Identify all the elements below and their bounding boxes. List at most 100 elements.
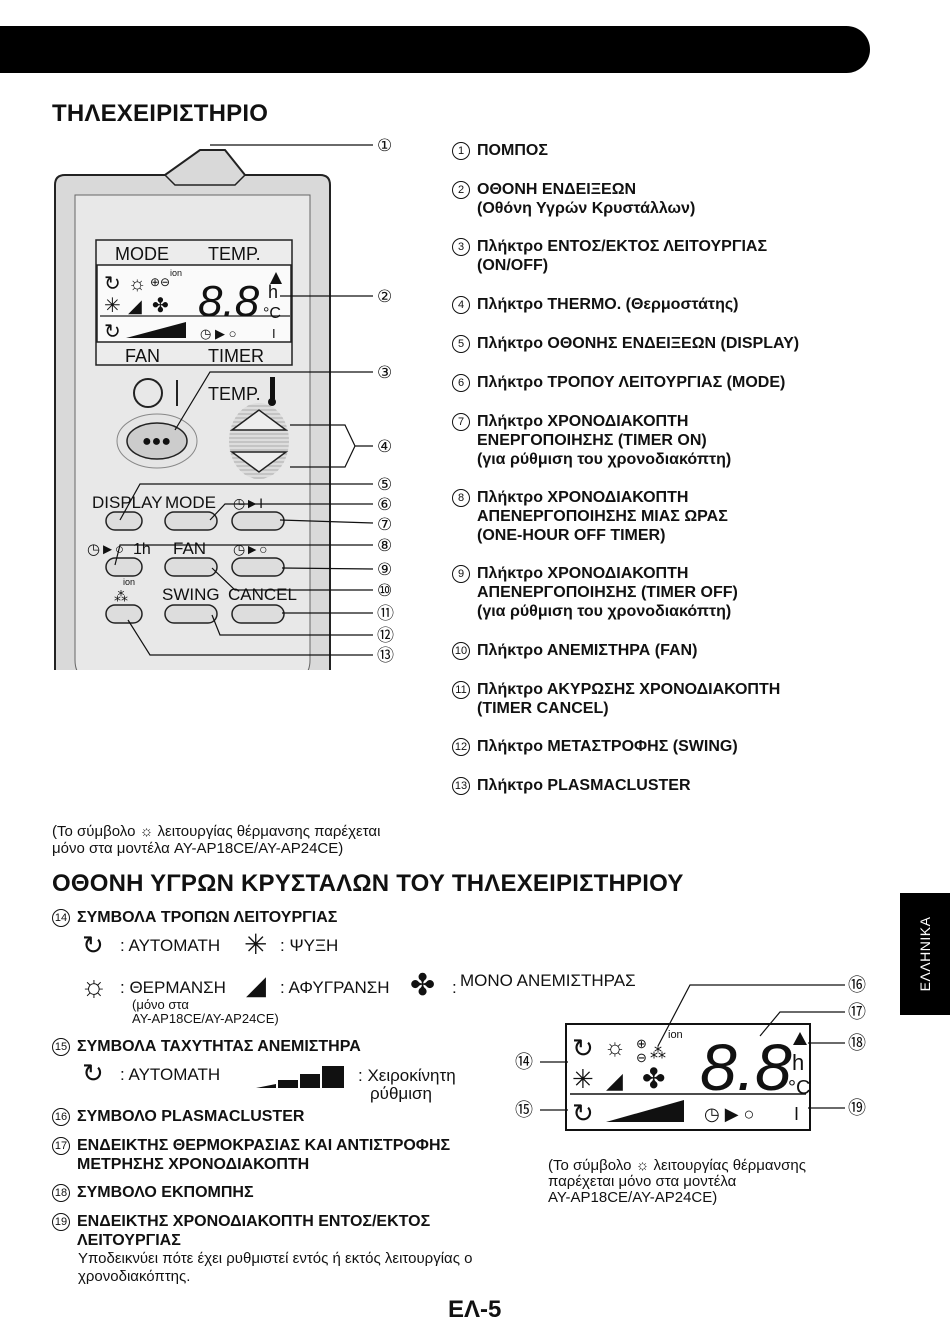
section-fan-speed: 15 ΣΥΜΒΟΛΑ ΤΑΧΥΤΗΤΑΣ ΑΝΕΜΙΣΤΗΡΑ bbox=[52, 1037, 361, 1056]
legend-item: 3 Πλήκτρο ΕΝΤΟΣ/ΕΚΤΟΣ ΛΕΙΤΟΥΡΓΙΑΣ (ON/OFF… bbox=[452, 237, 767, 275]
timer-on-icon: ◷►I bbox=[233, 495, 263, 511]
section-mode-symbols: 14 ΣΥΜΒΟΛΑ ΤΡΟΠΩΝ ΛΕΙΤΟΥΡΓΙΑΣ bbox=[52, 908, 337, 927]
fan-only-label: ΜΟΝΟ ΑΝΕΜΙΣΤΗΡΑΣ bbox=[460, 971, 636, 990]
swing-button bbox=[164, 604, 218, 624]
section-text: ΣΥΜΒΟΛΑ ΤΡΟΠΩΝ ΛΕΙΤΟΥΡΓΙΑΣ bbox=[77, 909, 338, 926]
callout-6: ⑥ bbox=[377, 495, 392, 514]
cancel-label: CANCEL bbox=[228, 585, 297, 604]
lcd-ion: ion bbox=[170, 268, 182, 278]
lcd-temp-label: TEMP. bbox=[208, 244, 261, 264]
heat-symbol-note-2: (Το σύμβολο ☼ λειτουργίας θέρμανσης παρέ… bbox=[548, 1157, 806, 1206]
legend-text: Πλήκτρο ΑΚΥΡΩΣΗΣ ΧΡΟΝΟΔΙΑΚΟΠΤΗ (TIMER CA… bbox=[477, 681, 781, 717]
lcd-fan-label: FAN bbox=[125, 346, 160, 366]
language-tab: ΕΛΛΗΝΙΚΑ bbox=[900, 893, 950, 1015]
plasma-button-icon: ⁂ bbox=[114, 588, 128, 604]
timer-icons: ◷ ▶ ○ bbox=[704, 1104, 754, 1124]
legend-number: 1 bbox=[452, 142, 470, 160]
lcd-c: °C bbox=[788, 1077, 810, 1099]
legend-number: 4 bbox=[452, 296, 470, 314]
callout-18: ⑱ bbox=[848, 1033, 866, 1053]
lcd-mode-label: MODE bbox=[115, 244, 169, 264]
callout-4: ④ bbox=[377, 437, 392, 456]
temp-up-button bbox=[229, 409, 289, 431]
heat-mode-label: : ΘΕΡΜΑΝΣΗ bbox=[120, 978, 226, 997]
legend-number: 12 bbox=[452, 738, 470, 756]
lcd-ion: ion bbox=[668, 1029, 683, 1041]
page-number: ΕΛ-5 bbox=[448, 1296, 502, 1323]
lcd-c: °C bbox=[263, 305, 281, 322]
cool-mode-icon: ✳ bbox=[244, 929, 268, 960]
fan-speed-bar-icon bbox=[606, 1100, 684, 1122]
legend-number: 9 bbox=[452, 565, 470, 583]
callout-14: ⑭ bbox=[515, 1052, 533, 1072]
callout-13: ⑬ bbox=[377, 646, 394, 665]
fan-mode-icon: ✤ bbox=[152, 295, 169, 317]
legend-number: 3 bbox=[452, 238, 470, 256]
section-number: 16 bbox=[52, 1108, 70, 1126]
fan-auto-icon: ↻ bbox=[82, 1058, 104, 1088]
timer-on-button bbox=[231, 511, 285, 531]
legend-item: 11 Πλήκτρο ΑΚΥΡΩΣΗΣ ΧΡΟΝΟΔΙΑΚΟΠΤΗ (TIMER … bbox=[452, 680, 780, 718]
remote-control-illustration: MODE TEMP. FAN TIMER 8.8 h °C ion ↻ ☼ ⊕⊖… bbox=[54, 136, 394, 670]
lcd-segments: 8.8 bbox=[700, 1030, 792, 1104]
callout-3: ③ bbox=[377, 363, 392, 382]
fan-mode-icon: ✤ bbox=[642, 1063, 665, 1094]
one-hour-button bbox=[105, 557, 143, 577]
legend-number: 5 bbox=[452, 335, 470, 353]
callout-2: ② bbox=[377, 287, 392, 306]
legend-number: 13 bbox=[452, 777, 470, 795]
timer-off-button bbox=[231, 557, 285, 577]
display-button bbox=[105, 511, 143, 531]
section-text: ΣΥΜΒΟΛΑ ΤΑΧΥΤΗΤΑΣ ΑΝΕΜΙΣΤΗΡΑ bbox=[77, 1038, 361, 1055]
legend-item: 13 Πλήκτρο PLASMACLUSTER bbox=[452, 776, 691, 795]
section-number: 18 bbox=[52, 1184, 70, 1202]
section-number: 19 bbox=[52, 1213, 70, 1231]
section-plasmacluster: 16 ΣΥΜΒΟΛΟ PLASMACLUSTER bbox=[52, 1107, 304, 1126]
svg-text:●●●: ●●● bbox=[142, 433, 171, 450]
lcd-timer-label: TIMER bbox=[208, 346, 264, 366]
callout-19: ⑲ bbox=[848, 1098, 866, 1118]
dry-mode-icon: ◢ bbox=[246, 970, 266, 1000]
auto-mode-label: : ΑΥΤΟΜΑΤΗ bbox=[120, 936, 221, 955]
section-number: 14 bbox=[52, 909, 70, 927]
fan-button bbox=[164, 557, 218, 577]
legend-text: Πλήκτρο PLASMACLUSTER bbox=[477, 777, 691, 794]
legend-text: ΟΘΟΝΗ ΕΝΔΕΙΞΕΩΝ (Οθόνη Υγρών Κρυστάλλων) bbox=[477, 181, 696, 217]
dry-mode-icon: ◢ bbox=[128, 296, 142, 316]
callout-5: ⑤ bbox=[377, 475, 392, 494]
lcd-h: h bbox=[268, 282, 278, 302]
fan-manual-label-1: : Χειροκίνητη bbox=[358, 1066, 456, 1085]
legend-text: Πλήκτρο ΤΡΟΠΟΥ ΛΕΙΤΟΥΡΓΙΑΣ (MODE) bbox=[477, 374, 786, 391]
one-hour-icon: ◷►○ bbox=[87, 541, 124, 558]
callout-7: ⑦ bbox=[377, 515, 392, 534]
fan-button-label: FAN bbox=[173, 539, 206, 558]
legend-number: 11 bbox=[452, 681, 470, 699]
lcd-h: h bbox=[792, 1050, 804, 1075]
fan-auto-label: : ΑΥΤΟΜΑΤΗ bbox=[120, 1065, 221, 1084]
legend-text: Πλήκτρο ΧΡΟΝΟΔΙΑΚΟΠΤΗ ΕΝΕΡΓΟΠΟΙΗΣΗΣ (TIM… bbox=[477, 413, 732, 468]
timer-indicator-desc: Υποδεικνύει πότε έχει ρυθμιστεί εντός ή … bbox=[78, 1250, 473, 1285]
timer-clock-icon: ◷ ▶ ○ bbox=[200, 326, 236, 341]
fan-speed-bars-icon bbox=[256, 1066, 344, 1088]
legend-text: Πλήκτρο ΕΝΤΟΣ/ΕΚΤΟΣ ΛΕΙΤΟΥΡΓΙΑΣ (ON/OFF) bbox=[477, 238, 768, 274]
fan-auto-icon: ↻ bbox=[104, 321, 121, 343]
legend-item: 5 Πλήκτρο ΟΘΟΝΗΣ ΕΝΔΕΙΞΕΩΝ (DISPLAY) bbox=[452, 334, 799, 353]
fan-speed-bar-icon bbox=[126, 322, 186, 338]
lcd-bar: I bbox=[272, 326, 276, 341]
callout-10: ⑩ bbox=[377, 581, 392, 600]
fan-mode-icon: ✤ bbox=[410, 969, 436, 1002]
legend-text: Πλήκτρο ΟΘΟΝΗΣ ΕΝΔΕΙΞΕΩΝ (DISPLAY) bbox=[477, 335, 800, 352]
fan-auto-icon: ↻ bbox=[572, 1098, 594, 1128]
section-number: 15 bbox=[52, 1038, 70, 1056]
heat-mode-icon: ☼ bbox=[128, 273, 146, 295]
section-text: ΣΥΜΒΟΛΟ PLASMACLUSTER bbox=[77, 1108, 305, 1125]
